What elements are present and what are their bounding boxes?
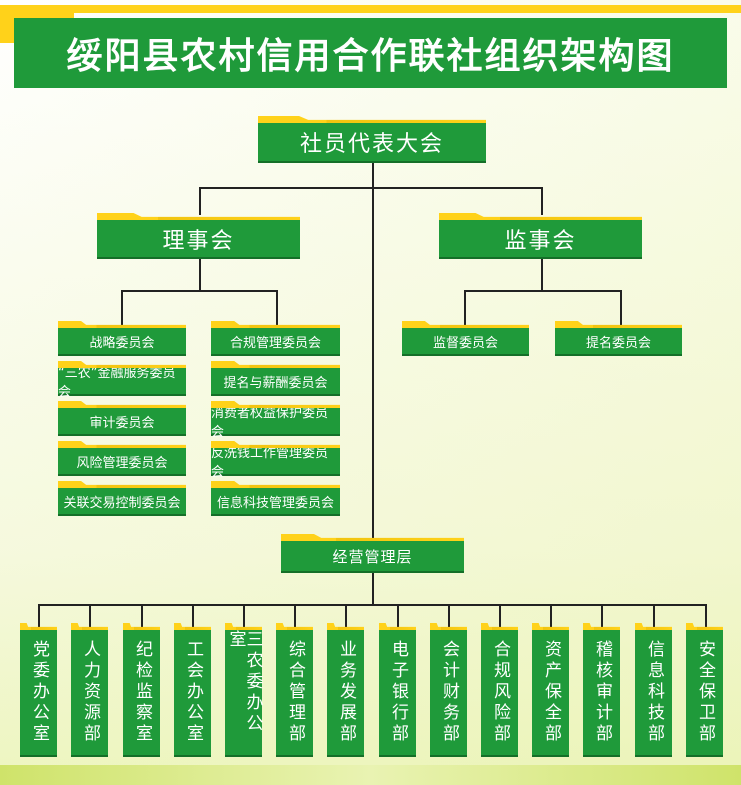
committee-label: 风险管理委员会 <box>76 455 168 471</box>
connector-dept-14 <box>705 604 707 628</box>
general-assembly-label: 社员代表大会 <box>299 132 444 157</box>
committee-supervision: 监督委员会 <box>402 328 529 356</box>
connector-to-board <box>199 187 201 215</box>
title-banner <box>14 18 727 88</box>
committee-compliance: 合规管理委员会 <box>211 328 340 356</box>
committee-label: 消费者权益保护委员会 <box>211 406 329 440</box>
connector-board-hbar <box>121 290 277 292</box>
dept-audit: 稽核审计部 <box>583 630 620 757</box>
connector-dept-13 <box>653 604 655 628</box>
connector-dept-3 <box>141 604 143 628</box>
dept-label: 三农委办公室 <box>225 630 263 735</box>
dept-human-resources: 人力资源部 <box>71 630 108 757</box>
dept-general-management: 综合管理部 <box>276 630 313 757</box>
committee-label: 审计委员会 <box>89 415 155 431</box>
dept-discipline-inspection: 纪检监察室 <box>123 630 160 757</box>
connector-board-right <box>276 290 278 325</box>
dept-e-banking: 电子银行部 <box>379 630 416 757</box>
dept-label: 信息科技部 <box>644 640 664 745</box>
connector-dept-4 <box>192 604 194 628</box>
connector-sup-down <box>541 258 543 291</box>
dept-label: 电子银行部 <box>388 640 408 745</box>
connector-dept-1 <box>38 604 40 628</box>
general-assembly-box: 社员代表大会 <box>258 123 486 163</box>
management-box: 经营管理层 <box>281 541 464 573</box>
committee-related-party: 关联交易控制委员会 <box>58 488 186 516</box>
committee-label: 监督委员会 <box>432 335 498 351</box>
committee-risk: 风险管理委员会 <box>58 448 186 476</box>
dept-label: 会计财务部 <box>439 640 459 745</box>
connector-dept-12 <box>601 604 603 628</box>
committee-audit: 审计委员会 <box>58 408 186 436</box>
committee-it-management: 信息科技管理委员会 <box>211 488 340 516</box>
connector-board-down <box>199 258 201 291</box>
connector-dept-7 <box>345 604 347 628</box>
connector-mgmt-hbar <box>38 604 707 606</box>
committee-label: 合规管理委员会 <box>229 335 321 351</box>
committee-label: 信息科技管理委员会 <box>216 495 334 511</box>
connector-sup-left <box>464 290 466 325</box>
page-title: 绥阳县农村信用合作联社组织架构图 <box>66 36 675 77</box>
dept-label: 合规风险部 <box>490 640 510 745</box>
connector-sup-hbar <box>464 290 621 292</box>
connector-dept-11 <box>550 604 552 628</box>
connector-board-supervisory <box>199 187 542 189</box>
committee-nomination-remuneration: 提名与薪酬委员会 <box>211 368 340 396</box>
dept-label: 业务发展部 <box>336 640 356 745</box>
dept-label: 综合管理部 <box>285 640 305 745</box>
dept-label: 工会办公室 <box>183 640 203 745</box>
dept-label: 资产保全部 <box>541 640 561 745</box>
connector-dept-5 <box>243 604 245 628</box>
connector-mgmt-down <box>372 572 374 605</box>
committee-label: 战略委员会 <box>89 335 155 351</box>
committee-label: 提名与薪酬委员会 <box>223 375 328 391</box>
title-accent-bar <box>0 5 741 13</box>
dept-security: 安全保卫部 <box>686 630 723 757</box>
committee-consumer-protection: 消费者权益保护委员会 <box>211 406 340 440</box>
supervisory-label: 监事会 <box>504 228 577 254</box>
committee-agri-finance: “三农”金融服务委员会 <box>58 366 186 400</box>
committee-label: 关联交易控制委员会 <box>63 495 181 511</box>
committee-sup-nomination: 提名委员会 <box>555 328 682 356</box>
supervisory-box: 监事会 <box>439 220 642 259</box>
dept-party-office: 党委办公室 <box>20 630 57 757</box>
committee-strategy: 战略委员会 <box>58 328 186 356</box>
committee-label: “三农”金融服务委员会 <box>58 366 176 400</box>
committee-label: 提名委员会 <box>585 335 651 351</box>
committee-label: 反洗钱工作管理委员会 <box>211 446 329 480</box>
connector-dept-6 <box>294 604 296 628</box>
connector-to-supervisory <box>541 187 543 215</box>
dept-label: 稽核审计部 <box>592 640 612 745</box>
connector-dept-8 <box>397 604 399 628</box>
connector-board-left <box>121 290 123 325</box>
dept-label: 人力资源部 <box>80 640 100 745</box>
board-box: 理事会 <box>97 220 300 259</box>
management-label: 经营管理层 <box>332 547 413 566</box>
dept-business-development: 业务发展部 <box>327 630 364 757</box>
dept-accounting-finance: 会计财务部 <box>430 630 467 757</box>
dept-agri-office: 三农委办公室 <box>225 630 263 757</box>
dept-compliance-risk: 合规风险部 <box>481 630 518 757</box>
board-label: 理事会 <box>162 228 235 254</box>
dept-label: 安全保卫部 <box>695 640 715 745</box>
dept-label: 纪检监察室 <box>132 640 152 745</box>
dept-asset-preservation: 资产保全部 <box>532 630 569 757</box>
dept-union-office: 工会办公室 <box>174 630 211 757</box>
committee-anti-money-laundering: 反洗钱工作管理委员会 <box>211 446 340 480</box>
connector-sup-right <box>620 290 622 325</box>
connector-dept-10 <box>499 604 501 628</box>
dept-it: 信息科技部 <box>635 630 672 757</box>
connector-dept-9 <box>448 604 450 628</box>
dept-label: 党委办公室 <box>29 640 49 745</box>
bottom-band <box>0 765 741 785</box>
connector-dept-2 <box>89 604 91 628</box>
connector-trunk <box>372 162 374 538</box>
